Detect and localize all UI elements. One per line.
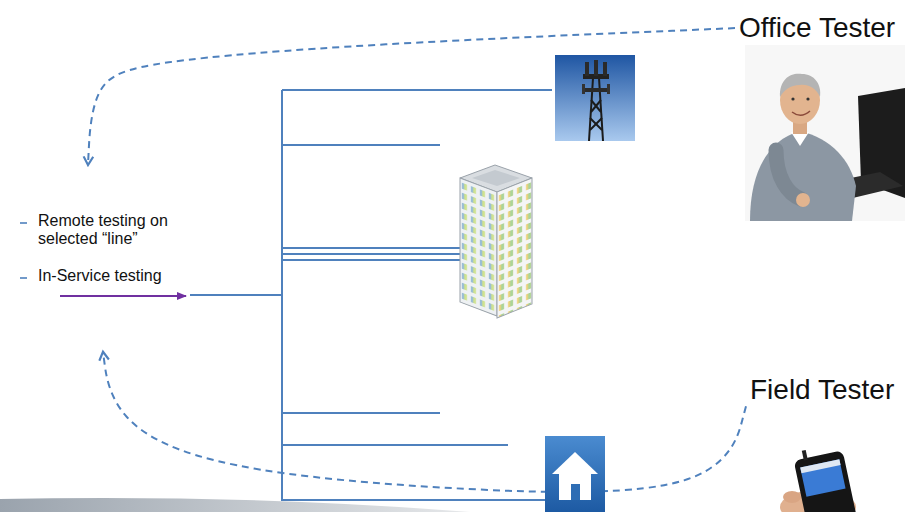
house-icon (545, 436, 605, 512)
sky (555, 55, 635, 141)
photo-ground (745, 45, 905, 221)
branch-line (282, 253, 462, 255)
heading-label: Office Tester (735, 12, 899, 44)
roof (552, 452, 598, 474)
field-tester-phone (780, 442, 858, 512)
dashed-connector (88, 28, 735, 165)
node-text-line: In-Service testing (38, 267, 198, 285)
bullet-dash (20, 222, 27, 224)
node-text: Office Tester (739, 12, 895, 44)
line-tree (190, 90, 552, 501)
heading-label: Field Tester (746, 374, 898, 406)
trunk-line (281, 90, 283, 501)
collar (791, 132, 809, 146)
smile (792, 111, 810, 115)
thumb (783, 491, 801, 503)
icon-ground (545, 436, 605, 512)
branch-line (282, 444, 508, 446)
house-body (559, 474, 591, 500)
phone-screen (800, 459, 845, 497)
phone-antenna (802, 450, 808, 461)
eye (791, 97, 794, 100)
sweater (750, 131, 856, 221)
branch-line (282, 89, 552, 91)
phone-body (794, 450, 858, 512)
dashed-connector (103, 352, 746, 492)
bullet-dash (20, 277, 27, 279)
building-face (460, 178, 497, 316)
branch-line (282, 499, 546, 501)
hand (796, 193, 810, 207)
node-text: Field Tester (750, 374, 894, 406)
eye (806, 97, 809, 100)
arm (776, 150, 801, 199)
branch-line (282, 247, 462, 249)
cell-tower-photo (555, 55, 635, 141)
antenna (607, 84, 610, 94)
building-face (497, 178, 532, 318)
door (571, 484, 580, 500)
phone-screen-bar (800, 459, 840, 473)
bullet-list: Remote testing on selected “line” In-Serv… (38, 165, 198, 352)
antenna (585, 62, 589, 76)
branch-line (282, 144, 440, 146)
roof-top (472, 170, 520, 186)
office-tester-photo (745, 45, 905, 221)
antenna (582, 84, 585, 94)
feed-line (190, 294, 283, 296)
hair (780, 74, 820, 97)
node-text: Remote testing on selected “line” (38, 212, 198, 247)
antenna (594, 60, 598, 76)
tower-platform (584, 88, 608, 92)
branch-line (282, 259, 462, 261)
branch-line (282, 412, 440, 414)
antenna (603, 62, 607, 76)
bullet-dashes (20, 223, 27, 278)
office-building (460, 165, 532, 318)
tower-lattice (589, 78, 603, 141)
in-service-arrow (60, 295, 186, 297)
